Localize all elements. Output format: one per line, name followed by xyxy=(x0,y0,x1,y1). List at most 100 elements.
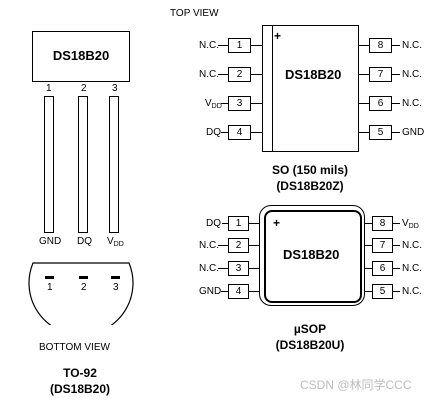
so-pin-name-8: N.C. xyxy=(402,40,422,51)
usop-wire-5 xyxy=(393,291,400,292)
so-pin-name-3: VDD xyxy=(205,98,222,110)
usop-pin-4: 4 xyxy=(228,284,249,299)
to92-package: DS18B20 1 2 3 GND DQ VDD 1 2 3 BOTTOM VI… xyxy=(0,0,140,403)
to92-pin-name-dq: DQ xyxy=(77,236,92,247)
usop-body-inner xyxy=(264,210,362,303)
so-pin-7: 7 xyxy=(369,67,392,82)
to92-lead-3 xyxy=(109,96,119,233)
usop-wire-4b xyxy=(249,291,259,292)
so-wire-7b xyxy=(358,74,369,75)
so-pin-name-1: N.C. xyxy=(199,40,219,51)
usop-wire-2 xyxy=(218,245,228,246)
usop-pin-name-5: N.C. xyxy=(402,286,422,297)
to92-bottom-number-1: 1 xyxy=(47,282,53,293)
so-chip-label: DS18B20 xyxy=(285,67,342,82)
usop-pin-2: 2 xyxy=(228,238,249,253)
usop-body xyxy=(259,205,365,306)
so-pin-6: 6 xyxy=(369,96,392,111)
usop-wire-7 xyxy=(393,245,400,246)
so-wire-2 xyxy=(218,74,228,75)
to92-pin-number-3: 3 xyxy=(112,83,118,94)
usop-pin-5: 5 xyxy=(372,284,393,299)
to92-package-part: (DS18B20) xyxy=(49,382,111,396)
usop-pin-name-1: DQ xyxy=(206,218,221,229)
usop-package: + DS18B20 DQ 1 N.C. 2 N.C. 3 GND 4 8 VDD… xyxy=(190,205,430,365)
usop-pin1-marker: + xyxy=(273,216,281,230)
so-wire-6 xyxy=(392,103,400,104)
usop-wire-6 xyxy=(393,268,400,269)
usop-pin-7: 7 xyxy=(372,238,393,253)
usop-wire-4 xyxy=(221,291,228,292)
usop-wire-3 xyxy=(218,268,228,269)
usop-pin-1: 1 xyxy=(228,216,249,231)
so-package-name: SO (150 mils) xyxy=(271,163,349,177)
to92-bottom-number-3: 3 xyxy=(113,282,119,293)
usop-chip-label: DS18B20 xyxy=(283,247,340,262)
so-pin-1: 1 xyxy=(228,38,251,53)
so-wire-8 xyxy=(392,45,400,46)
so-pin-3: 3 xyxy=(228,96,251,111)
to92-bottom-outline xyxy=(28,262,134,325)
usop-wire-3b xyxy=(249,268,259,269)
to92-chip-label: DS18B20 xyxy=(52,48,110,63)
usop-pin-6: 6 xyxy=(372,261,393,276)
so-pin-4: 4 xyxy=(228,125,251,140)
usop-wire-2b xyxy=(249,245,259,246)
usop-pin-name-6: N.C. xyxy=(402,263,422,274)
so-wire-4 xyxy=(221,132,228,133)
to92-lead-1 xyxy=(44,96,54,233)
so-wire-5 xyxy=(392,132,400,133)
so-wire-6b xyxy=(358,103,369,104)
to92-bottom-pad-3 xyxy=(111,276,120,279)
usop-pin-name-8: VDD xyxy=(402,218,419,230)
usop-pin-name-4: GND xyxy=(199,286,222,297)
watermark: CSDN @林同学CCC xyxy=(300,378,412,392)
so-body xyxy=(262,25,359,152)
usop-wire-8b xyxy=(364,223,372,224)
usop-package-part: (DS18B20U) xyxy=(275,338,345,352)
so-wire-1b xyxy=(251,45,262,46)
so-wire-3b xyxy=(251,103,262,104)
to92-pin-number-1: 1 xyxy=(46,83,52,94)
so-pin1-marker: + xyxy=(274,29,282,43)
so-package-part: (DS18B20Z) xyxy=(276,179,344,193)
usop-wire-5b xyxy=(364,291,372,292)
so-wire-2b xyxy=(251,74,262,75)
so-wire-5b xyxy=(358,132,369,133)
so-package: + DS18B20 N.C. 1 N.C. 2 VDD 3 DQ 4 8 N.C… xyxy=(190,25,430,195)
so-wire-4b xyxy=(251,132,262,133)
to92-pin-name-gnd: GND xyxy=(39,236,62,247)
usop-pin-name-2: N.C. xyxy=(199,240,219,251)
so-pin-8: 8 xyxy=(369,38,392,53)
so-pin-name-2: N.C. xyxy=(199,69,219,80)
usop-pin-name-3: N.C. xyxy=(199,263,219,274)
usop-wire-1b xyxy=(249,223,259,224)
so-body-inner-line xyxy=(272,26,273,151)
so-wire-8b xyxy=(358,45,369,46)
so-pin-name-7: N.C. xyxy=(402,69,422,80)
so-pin-name-5: GND xyxy=(402,127,425,138)
top-view-label: TOP VIEW xyxy=(170,8,219,19)
to92-body xyxy=(32,31,130,82)
to92-bottom-number-2: 2 xyxy=(81,282,87,293)
usop-wire-8 xyxy=(393,223,400,224)
to92-package-name: TO-92 xyxy=(63,366,97,380)
so-wire-7 xyxy=(392,74,400,75)
so-pin-2: 2 xyxy=(228,67,251,82)
to92-pin-number-2: 2 xyxy=(81,83,87,94)
so-pin-name-4: DQ xyxy=(206,127,221,138)
to92-lead-2 xyxy=(78,96,88,233)
to92-bottom-pad-1 xyxy=(45,276,54,279)
to92-bottom-pad-2 xyxy=(79,276,88,279)
so-pin-name-6: N.C. xyxy=(402,98,422,109)
usop-pin-3: 3 xyxy=(228,261,249,276)
so-wire-1 xyxy=(218,45,228,46)
so-wire-3 xyxy=(221,103,228,104)
usop-pin-8: 8 xyxy=(372,216,393,231)
usop-package-name: µSOP xyxy=(293,322,327,336)
to92-bottom-view-label: BOTTOM VIEW xyxy=(39,342,110,353)
usop-wire-6b xyxy=(364,268,372,269)
so-pin-5: 5 xyxy=(369,125,392,140)
usop-pin-name-7: N.C. xyxy=(402,240,422,251)
usop-wire-7b xyxy=(364,245,372,246)
